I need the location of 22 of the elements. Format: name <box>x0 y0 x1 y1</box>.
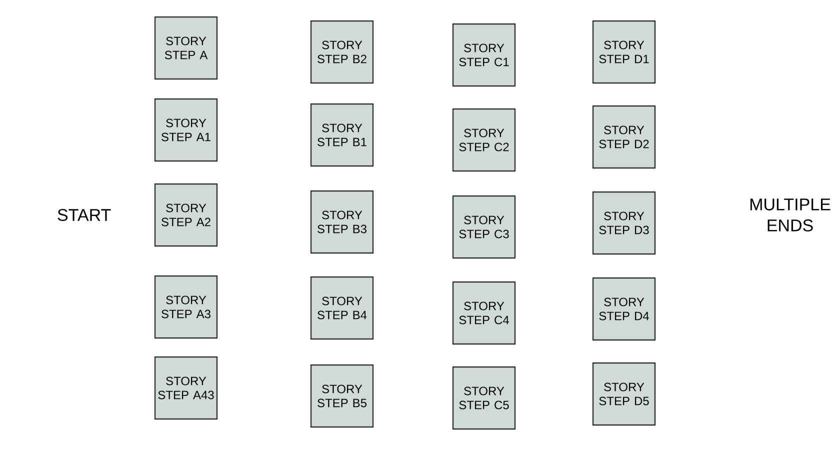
side-label: START <box>58 208 111 222</box>
story-box: STORY STEP D3 <box>592 191 656 255</box>
story-box: STORY STEP B5 <box>310 364 374 428</box>
story-box: STORY STEP D4 <box>592 277 656 341</box>
story-box: STORY STEP D5 <box>592 362 656 426</box>
story-box: STORY STEP C3 <box>452 195 516 259</box>
side-label: MULTIPLE ENDS <box>750 198 830 232</box>
story-box: STORY STEP C2 <box>452 108 516 172</box>
story-box: STORY STEP A3 <box>154 275 218 339</box>
story-box: STORY STEP A43 <box>154 356 218 420</box>
story-box: STORY STEP C5 <box>452 366 516 430</box>
story-box: STORY STEP D1 <box>592 20 656 84</box>
story-box: STORY STEP D2 <box>592 105 656 169</box>
story-box: STORY STEP A <box>154 16 218 80</box>
story-box: STORY STEP A2 <box>154 183 218 247</box>
story-box: STORY STEP B4 <box>310 276 374 340</box>
story-box: STORY STEP B1 <box>310 103 374 167</box>
story-box: STORY STEP A1 <box>154 98 218 162</box>
story-box: STORY STEP B2 <box>310 20 374 84</box>
story-box: STORY STEP C4 <box>452 281 516 345</box>
story-box: STORY STEP C1 <box>452 23 516 87</box>
story-box: STORY STEP B3 <box>310 190 374 254</box>
